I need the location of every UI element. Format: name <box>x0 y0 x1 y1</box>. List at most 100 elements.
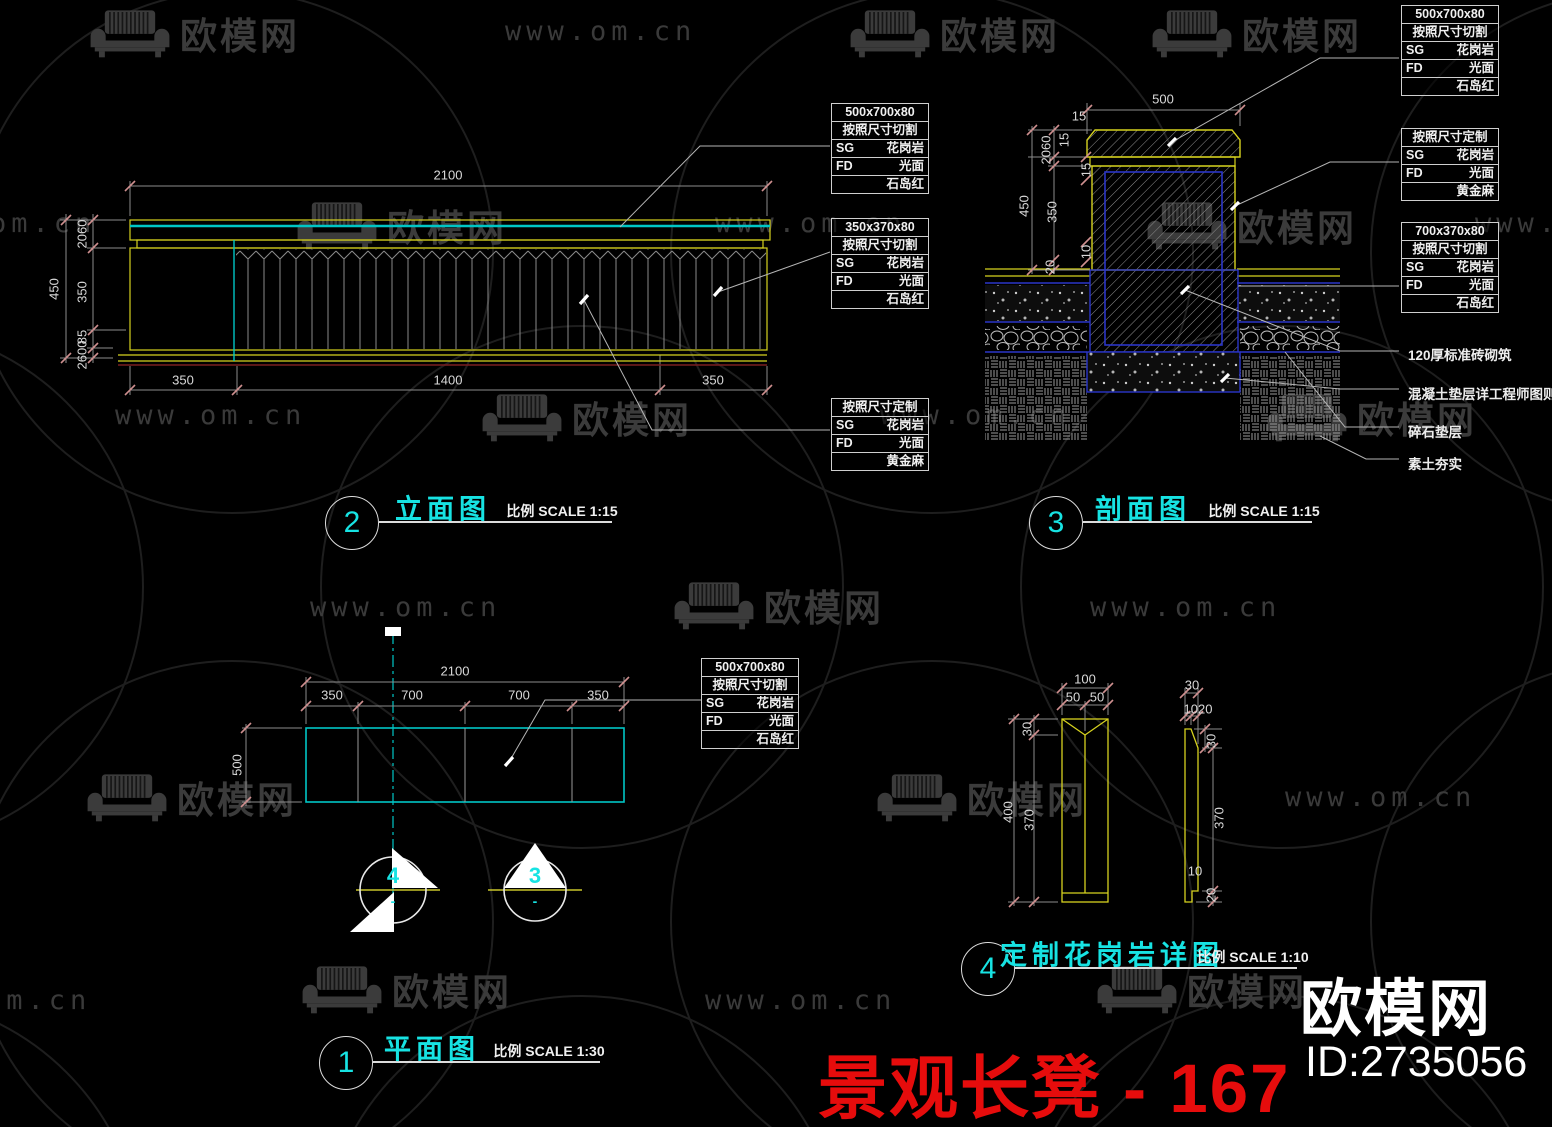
watermark-logo-text: 欧模网 <box>967 780 1087 821</box>
callout-text: SG <box>836 256 855 270</box>
section-label-concrete: 混凝土垫层详工程师图则 <box>1408 387 1552 402</box>
callout-row: SG 花岗岩 <box>1402 147 1498 165</box>
dim-granite: 30 <box>1203 733 1219 749</box>
dim-elevation-left: 350 <box>74 281 90 303</box>
callout-text: 花岗岩 <box>886 141 924 155</box>
title-underline <box>1083 521 1312 523</box>
callout-text: 按照尺寸切割 <box>842 123 918 137</box>
watermark-url: www.om.cn <box>310 592 502 623</box>
callout-text: SG <box>1406 43 1425 57</box>
view-scale-elevation: 比例 SCALE 1:15 <box>506 503 618 519</box>
callout-text: 石岛红 <box>756 732 794 746</box>
view-scale-granite: 比例 SCALE 1:10 <box>1197 949 1309 965</box>
callout-row: 黄金麻 <box>832 453 928 470</box>
dim-granite: 1020 <box>1183 701 1213 717</box>
callout-text: 500x700x80 <box>845 105 915 119</box>
site-watermark-logo: 欧模网 <box>1145 198 1357 252</box>
view-title-elevation: 立面图 <box>395 494 491 525</box>
callout-text: 花岗岩 <box>886 418 924 432</box>
callout-text: 按照尺寸切割 <box>712 678 788 692</box>
section-marker-4 <box>350 848 440 932</box>
callout-text: 石岛红 <box>886 292 924 306</box>
callout-row: 按照尺寸切割 <box>1402 24 1498 42</box>
view-number-section: 3 <box>1029 496 1083 550</box>
watermark-logo-text: 欧模网 <box>180 16 300 57</box>
dim-granite: 30 <box>1184 677 1200 693</box>
watermark-logo-text: 欧模网 <box>1357 400 1477 441</box>
callout-text: SG <box>1406 148 1425 162</box>
dim-plan-row: 350 <box>321 687 343 703</box>
callout-row: 700x370x80 <box>1402 223 1498 241</box>
callout-row: 按照尺寸定制 <box>832 399 928 417</box>
view-number-text: 2 <box>343 506 361 539</box>
watermark-logo-text: 欧模网 <box>572 400 692 441</box>
callout-row: 按照尺寸切割 <box>702 677 798 695</box>
site-watermark-logo: 欧模网 <box>875 770 1087 824</box>
model-id: ID:2735056 <box>1305 1038 1528 1086</box>
callout-text: FD <box>836 159 853 173</box>
callout-text: FD <box>706 714 723 728</box>
watermark-logo-text: 欧模网 <box>940 16 1060 57</box>
callout-row: SG 花岗岩 <box>832 255 928 273</box>
callout-text: 350x370x80 <box>845 220 915 234</box>
dim-elevation-top: 2100 <box>433 167 463 183</box>
dim-elevation-bottom: 350 <box>702 372 724 388</box>
callout-text: FD <box>836 274 853 288</box>
callout-text: 花岗岩 <box>886 256 924 270</box>
watermark-logo-text: 欧模网 <box>1187 972 1307 1013</box>
plan-drawing <box>242 627 701 932</box>
callout-row: 500x700x80 <box>832 104 928 122</box>
title-underline <box>379 521 612 523</box>
callout-text: 花岗岩 <box>1456 148 1494 162</box>
dim-plan-top: 2100 <box>440 663 470 679</box>
site-watermark-logo: 欧模网 <box>300 962 512 1016</box>
watermark-logo-text: 欧模网 <box>1237 208 1357 249</box>
view-title-plan: 平面图 <box>384 1034 480 1065</box>
callout-text: 花岗岩 <box>756 696 794 710</box>
view-title-granite: 定制花岗岩详图 <box>1000 940 1224 971</box>
callout-text: SG <box>836 418 855 432</box>
dim-plan-row: 700 <box>401 687 423 703</box>
site-watermark-logo: 欧模网 <box>1150 6 1362 60</box>
dim-section-left: 15 <box>1071 108 1087 124</box>
view-number-elevation: 2 <box>325 496 379 550</box>
callout-text: SG <box>1406 260 1425 274</box>
callout-row: 石岛红 <box>832 291 928 308</box>
dim-elevation-left: 450 <box>46 278 62 300</box>
site-watermark-logo: 欧模网 <box>672 578 884 632</box>
callout-row: 按照尺寸切割 <box>1402 241 1498 259</box>
dim-granite: 370 <box>1211 807 1227 829</box>
site-watermark-logo: 欧模网 <box>480 390 692 444</box>
site-watermark-logo: 欧模网 <box>1095 962 1307 1016</box>
callout-text: 石岛红 <box>1456 296 1494 310</box>
callout-text: 500x700x80 <box>715 660 785 674</box>
title-underline <box>1015 967 1297 969</box>
marker-number: 4 <box>386 863 400 888</box>
callout-text: 石岛红 <box>1456 79 1494 93</box>
view-title-section: 剖面图 <box>1095 494 1191 525</box>
callout-row: 500x700x80 <box>1402 6 1498 24</box>
callout-row: 石岛红 <box>1402 295 1498 312</box>
watermark-logo-text: 欧模网 <box>1242 16 1362 57</box>
view-number-granite: 4 <box>961 942 1015 996</box>
callout-row: 按照尺寸切割 <box>832 122 928 140</box>
watermark-url: www.om.cn <box>0 985 92 1016</box>
callout-text: 光面 <box>768 714 794 728</box>
watermark-logo-text: 欧模网 <box>392 972 512 1013</box>
callout-row: 石岛红 <box>832 176 928 193</box>
dim-section-left: 450 <box>1016 195 1032 217</box>
callout-text: 按照尺寸切割 <box>1412 25 1488 39</box>
marker-sub: - <box>532 893 538 909</box>
dim-granite: 50 <box>1089 689 1105 705</box>
dim-granite: 50 <box>1065 689 1081 705</box>
view-scale-section: 比例 SCALE 1:15 <box>1208 503 1320 519</box>
